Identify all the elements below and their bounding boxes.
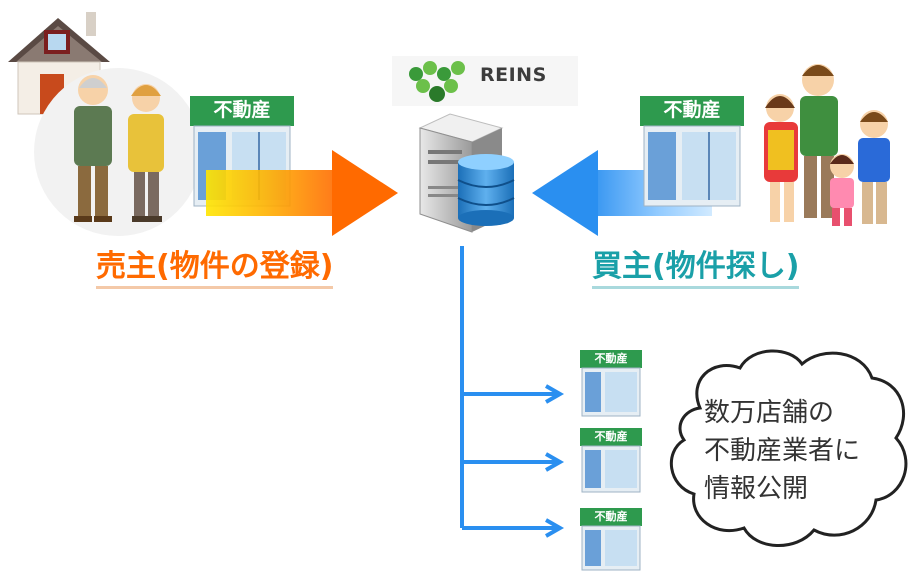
seller-couple-icon — [34, 68, 202, 236]
cloud-bubble — [669, 349, 908, 547]
reins-logo-icon — [392, 56, 578, 106]
small-shop-icon — [580, 428, 642, 493]
small-shop-sign: 不動産 — [594, 352, 628, 365]
reins-logo-text: REINS — [480, 64, 547, 86]
seller-label: 売主(物件の登録) — [96, 252, 334, 289]
buyer-family-icon — [764, 64, 890, 226]
cloud-text-line: 情報公開 — [704, 474, 809, 504]
small-shop-sign: 不動産 — [594, 430, 628, 443]
distribution-connector — [460, 246, 565, 538]
small-shop-icon — [580, 350, 642, 417]
cloud-text-line: 数万店舗の — [704, 398, 835, 428]
buyer-shop-sign: 不動産 — [663, 99, 721, 121]
database-icon — [457, 154, 515, 226]
register-arrow — [206, 150, 398, 236]
small-shop-icon — [580, 508, 642, 571]
buyer-shop-icon — [640, 96, 744, 207]
cloud-text-line: 不動産業者に — [704, 436, 861, 466]
seller-shop-sign: 不動産 — [213, 99, 271, 121]
buyer-label: 買主(物件探し) — [592, 252, 800, 289]
small-shop-sign: 不動産 — [594, 510, 628, 523]
